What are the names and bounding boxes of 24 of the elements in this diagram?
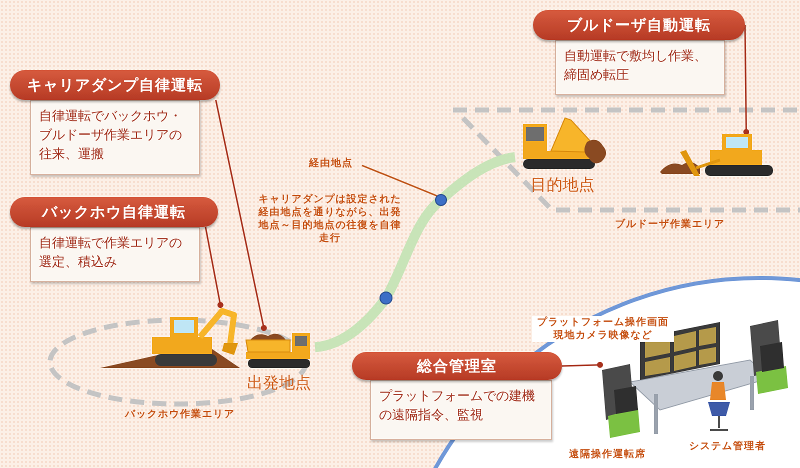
leader-line bbox=[215, 100, 267, 331]
place-label: 出発地点 bbox=[246, 374, 312, 392]
leader-line bbox=[743, 25, 750, 135]
callout-header: バックホウ自律運転 bbox=[10, 197, 218, 227]
area-label: ブルドーザ作業エリア bbox=[614, 218, 726, 231]
callout-header: ブルドーザ自動運転 bbox=[533, 10, 745, 40]
callout-body: 自律運転でバックホウ・ブルドーザ作業エリアの往来、運搬 bbox=[30, 100, 200, 175]
leader-line bbox=[362, 164, 438, 196]
area-label: システム管理者 bbox=[688, 440, 767, 453]
point-label: 経由地点 bbox=[300, 157, 362, 171]
callout-body: プラットフォームでの建機の遠隔指令、監視 bbox=[370, 380, 552, 440]
callout-body: 自動運転で敷均し作業、締固め転圧 bbox=[555, 40, 725, 95]
area-label: 遠隔操作運転席 bbox=[568, 448, 647, 461]
area-label: バックホウ作業エリア bbox=[124, 408, 236, 421]
area-label: プラットフォーム操作画面現地カメラ映像など bbox=[532, 316, 674, 342]
waypoint-dot bbox=[435, 194, 447, 206]
callout-header: キャリアダンプ自律運転 bbox=[10, 70, 220, 100]
route-path bbox=[314, 152, 516, 352]
callout-header: 総合管理室 bbox=[352, 352, 562, 380]
note-text: キャリアダンプは設定された経由地点を通りながら、出発地点～目的地点の往復を自律走行 bbox=[257, 193, 402, 245]
leader-line bbox=[204, 226, 224, 308]
callout-body: 自律運転で作業エリアの選定、積込み bbox=[30, 227, 200, 282]
place-label: 目的地点 bbox=[530, 176, 596, 194]
leader-line bbox=[562, 362, 603, 368]
